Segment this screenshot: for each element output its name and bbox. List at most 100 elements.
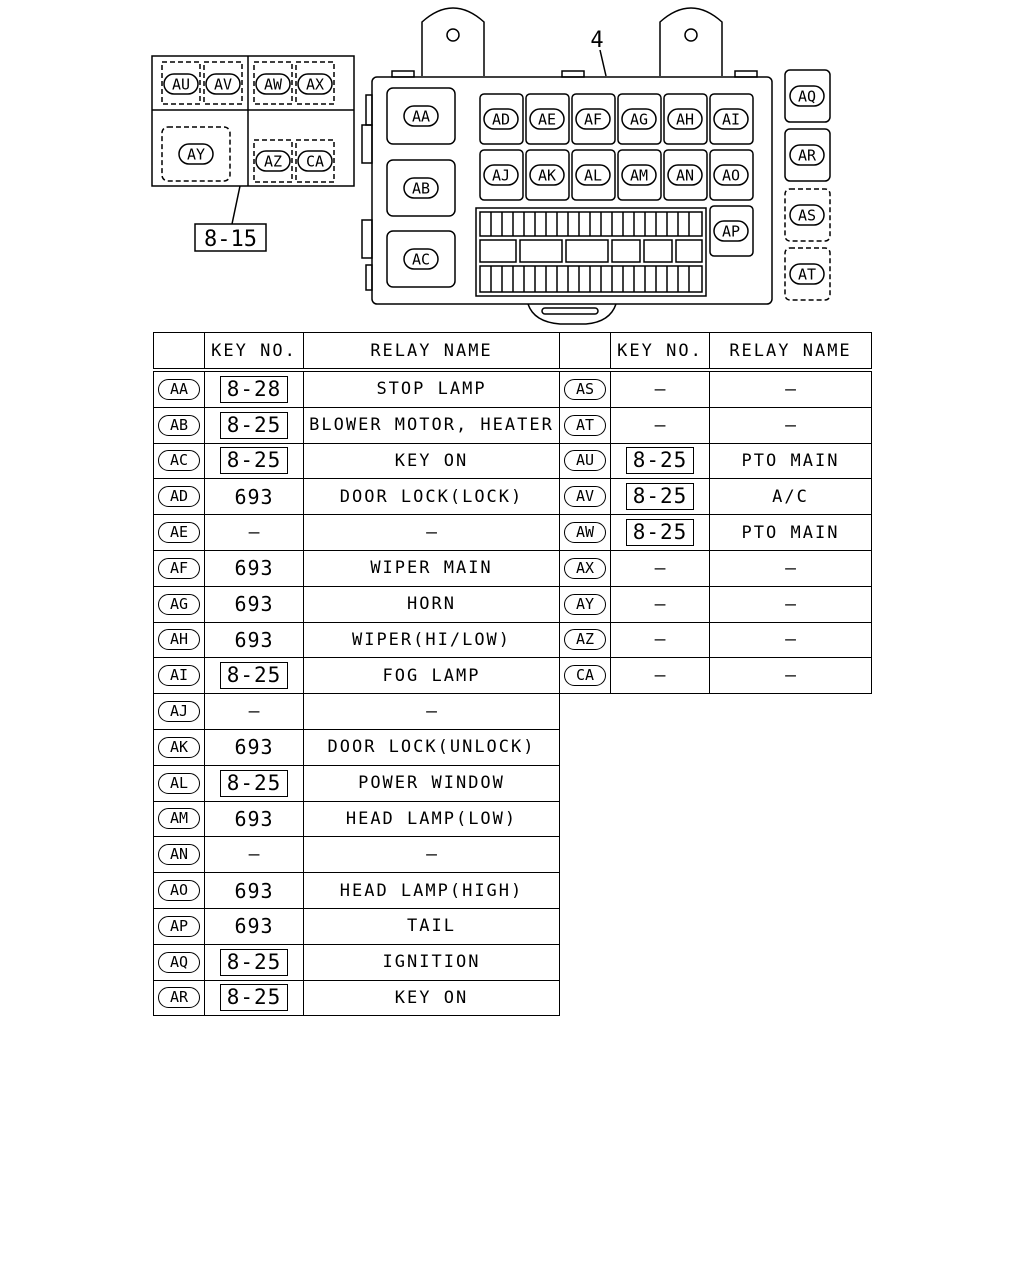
key-no: 8-25 (219, 769, 289, 797)
relay-code-cell: AE (153, 514, 205, 551)
relay-name: FOG LAMP (382, 665, 481, 686)
relay-code-cell: AX (559, 549, 611, 587)
slot-pill (483, 108, 519, 130)
slot-pill (403, 248, 439, 270)
relay-name-cell: KEY ON (303, 979, 560, 1017)
slot-pill (297, 73, 333, 95)
relay-name-cell: — (709, 657, 872, 695)
relay-code: AM (158, 808, 200, 830)
side-relays (784, 69, 831, 301)
key-no: 693 (234, 735, 274, 760)
relay-code: AW (564, 522, 606, 544)
key-no: — (248, 844, 260, 866)
slot-label: AG (630, 111, 648, 129)
slot-label: AO (722, 167, 740, 185)
key-no-cell: 693 (204, 907, 304, 945)
relay-code-cell: AV (559, 478, 611, 516)
slot-pill (789, 263, 825, 285)
slot-pill (255, 150, 291, 172)
slot-pill (713, 164, 749, 186)
callout-sub-label: 8-15 (204, 227, 257, 252)
slot-label: AV (214, 76, 232, 94)
relay-code: AP (158, 915, 200, 937)
relay-code-cell: AP (153, 907, 205, 945)
key-no: 693 (234, 627, 274, 652)
relay-code: AK (158, 736, 200, 758)
relay-name-cell: STOP LAMP (303, 369, 560, 408)
relay-code-cell: AL (153, 764, 205, 802)
key-no: 693 (234, 484, 274, 509)
relay-name-cell: — (709, 406, 872, 444)
header-code (153, 332, 205, 372)
table-row: AE — — (153, 514, 560, 551)
relay-code: AX (564, 557, 606, 579)
slot-label: AM (630, 167, 648, 185)
relay-code: AE (158, 522, 200, 544)
relay-name: — (426, 701, 437, 723)
slot-label: AI (722, 111, 740, 129)
relay-code: AA (158, 378, 200, 400)
slot-label: AU (172, 76, 190, 94)
relay-name: KEY ON (394, 450, 469, 471)
table-row: AX — — (559, 549, 872, 587)
key-no-cell: — (610, 369, 710, 408)
relay-name: PTO MAIN (741, 522, 840, 543)
relay-code: AU (564, 450, 606, 472)
slot-pill (403, 105, 439, 127)
relay-name: BLOWER MOTOR, HEATER (309, 415, 554, 436)
relay-code-cell: AH (153, 621, 205, 659)
key-no: — (654, 414, 666, 436)
slot-label: AE (538, 111, 556, 129)
callout-main-label: 4 (590, 28, 603, 53)
slot-pill (713, 108, 749, 130)
relay-name: — (426, 522, 437, 544)
relay-name-cell: — (303, 693, 560, 730)
slot-pill (667, 108, 703, 130)
table-row: CA—— (559, 657, 872, 695)
relay-code: AO (158, 880, 200, 902)
relay-name: — (785, 378, 796, 400)
header-relay-name: RELAY NAME (709, 332, 872, 372)
relay-code-cell: AD (153, 478, 205, 516)
sub-relay-box (151, 55, 355, 252)
relay-name-cell: — (709, 621, 872, 659)
key-no-cell: 693 (204, 728, 304, 766)
relay-code-cell: AC (153, 442, 205, 480)
table-row: AS — — (559, 369, 872, 408)
key-no: 693 (234, 878, 274, 903)
header-code (559, 332, 611, 372)
relay-code-cell: AW (559, 514, 611, 551)
relay-code-cell: AB (153, 406, 205, 444)
key-no: — (248, 522, 260, 544)
slot-pill (255, 73, 291, 95)
slot-label: AT (798, 266, 816, 284)
key-no: — (654, 378, 666, 400)
key-no-cell: 8-25 (204, 406, 304, 444)
slot-label: AS (798, 207, 816, 225)
key-no-cell: 693 (204, 585, 304, 623)
relay-code-cell: AS (559, 369, 611, 408)
key-no-cell: 8-25 (204, 657, 304, 695)
relay-name-cell: POWER WINDOW (303, 764, 560, 802)
relay-name: IGNITION (382, 952, 481, 973)
relay-name: — (785, 557, 796, 579)
relay-name: HORN (407, 594, 456, 615)
slot-label: AJ (492, 167, 510, 185)
slot-label: AZ (264, 153, 282, 171)
slot-label: AA (412, 108, 430, 126)
relay-name-cell: — (709, 369, 872, 408)
relay-name-cell: WIPER(HI/LOW) (303, 621, 560, 659)
header-relay-name: RELAY NAME (303, 332, 560, 372)
key-no: — (654, 557, 666, 579)
key-no-cell: — (204, 836, 304, 874)
